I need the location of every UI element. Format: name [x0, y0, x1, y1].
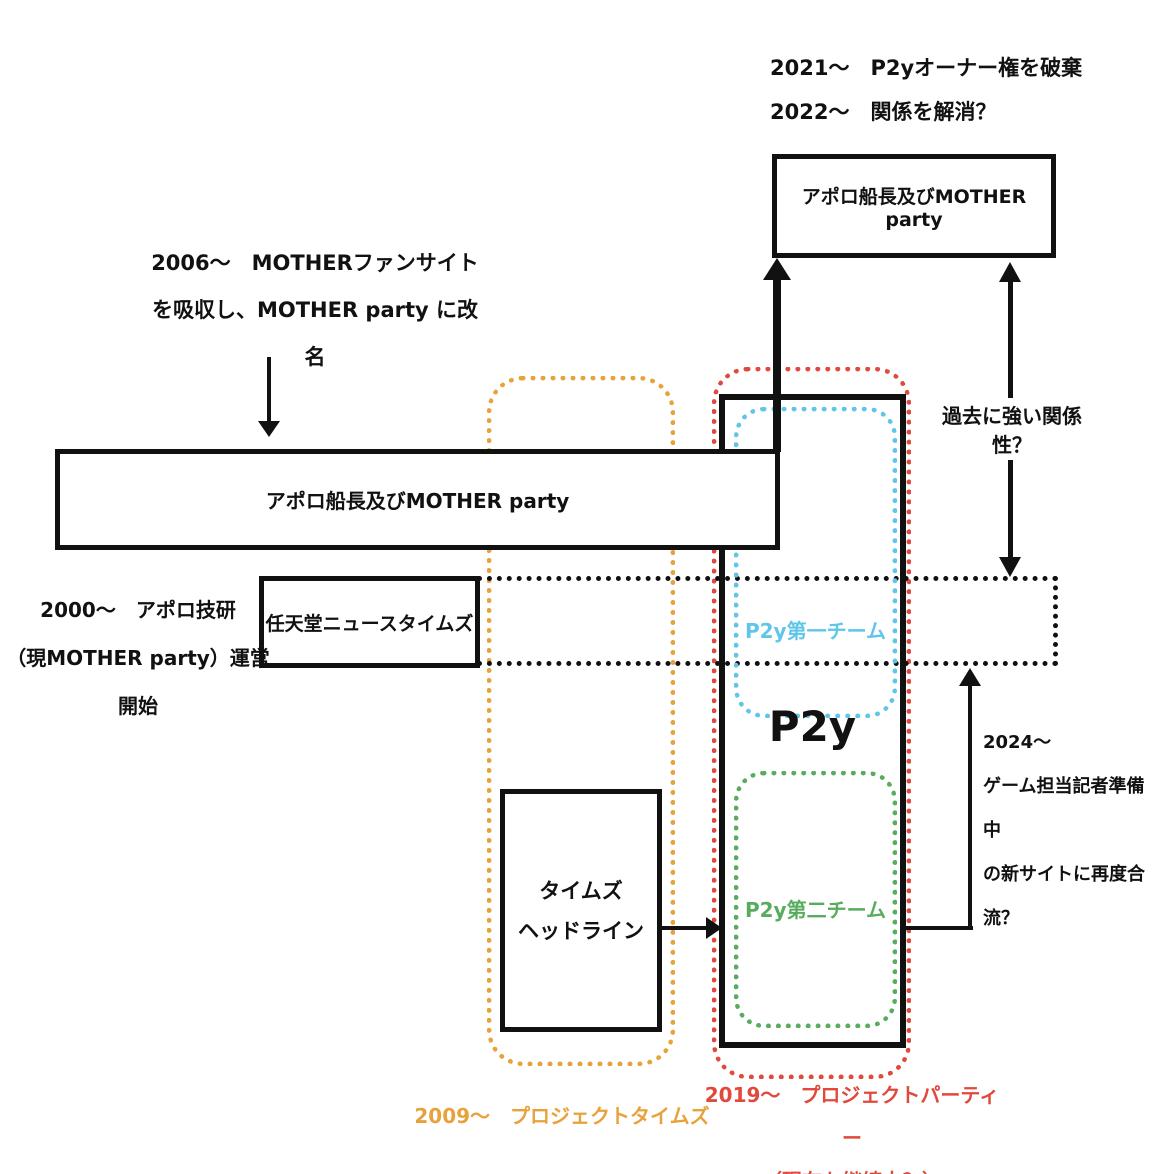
rejoin-arrow-hshaft: [902, 926, 973, 930]
note-2006-arrow-shaft: [267, 357, 271, 423]
note-2006: 2006〜 MOTHERファンサイト を吸収し、MOTHER party に改名: [151, 251, 479, 369]
became-current-arrow-shaft: [773, 276, 781, 452]
rejoin-arrow-vshaft: [968, 684, 972, 930]
apollo-mother-current-box: アポロ船長及びMOTHER party: [772, 154, 1056, 258]
note-2006-arrow-head-icon: [258, 421, 280, 437]
p2y-box: [719, 394, 906, 1048]
times-headline-box: タイムズ ヘッドライン: [500, 789, 662, 1032]
nintendo-news-times-box: 任天堂ニュースタイムズ: [259, 576, 480, 668]
became-current-arrow-head-icon: [763, 258, 791, 280]
p2y-team1-label: P2y第一チーム: [744, 619, 886, 643]
p2y-team2-dotted-group: [734, 771, 897, 1028]
note-2021-2022: 2021〜 P2yオーナー権を破棄 2022〜 関係を解消？: [770, 56, 1083, 124]
headline-to-p2y-arrow-head-icon: [706, 917, 722, 939]
headline-to-p2y-arrow-shaft: [660, 926, 710, 930]
project-times-dotted-group: [487, 376, 675, 1066]
note-past-relation: 過去に強い関係性？: [924, 398, 1100, 460]
rejoin-arrow-head-icon: [959, 668, 981, 686]
nintendo-times-dotted-corridor: [477, 576, 1058, 666]
p2y-team1-dotted-group: [734, 407, 897, 718]
past-relation-arrow-top-head-icon: [999, 262, 1021, 282]
project-party-dotted-group: [712, 367, 911, 1079]
past-relation-arrow-bottom-head-icon: [999, 557, 1021, 577]
note-2000: 2000〜 アポロ技研 （現MOTHER party）運営開始: [6, 598, 270, 718]
apollo-mother-past-box: アポロ船長及びMOTHER party: [55, 449, 780, 550]
p2y-title-label: P2y: [768, 702, 857, 751]
project-party-group-label: 2019〜 プロジェクトパーティー （現在も継続中？）: [704, 1083, 1000, 1174]
project-times-group-label: 2009〜 プロジェクトタイムズ: [414, 1104, 710, 1128]
p2y-team2-label: P2y第二チーム: [744, 898, 886, 922]
note-2024: 2024〜 ゲーム担当記者準備中 の新サイトに再度合流？: [983, 732, 1145, 929]
